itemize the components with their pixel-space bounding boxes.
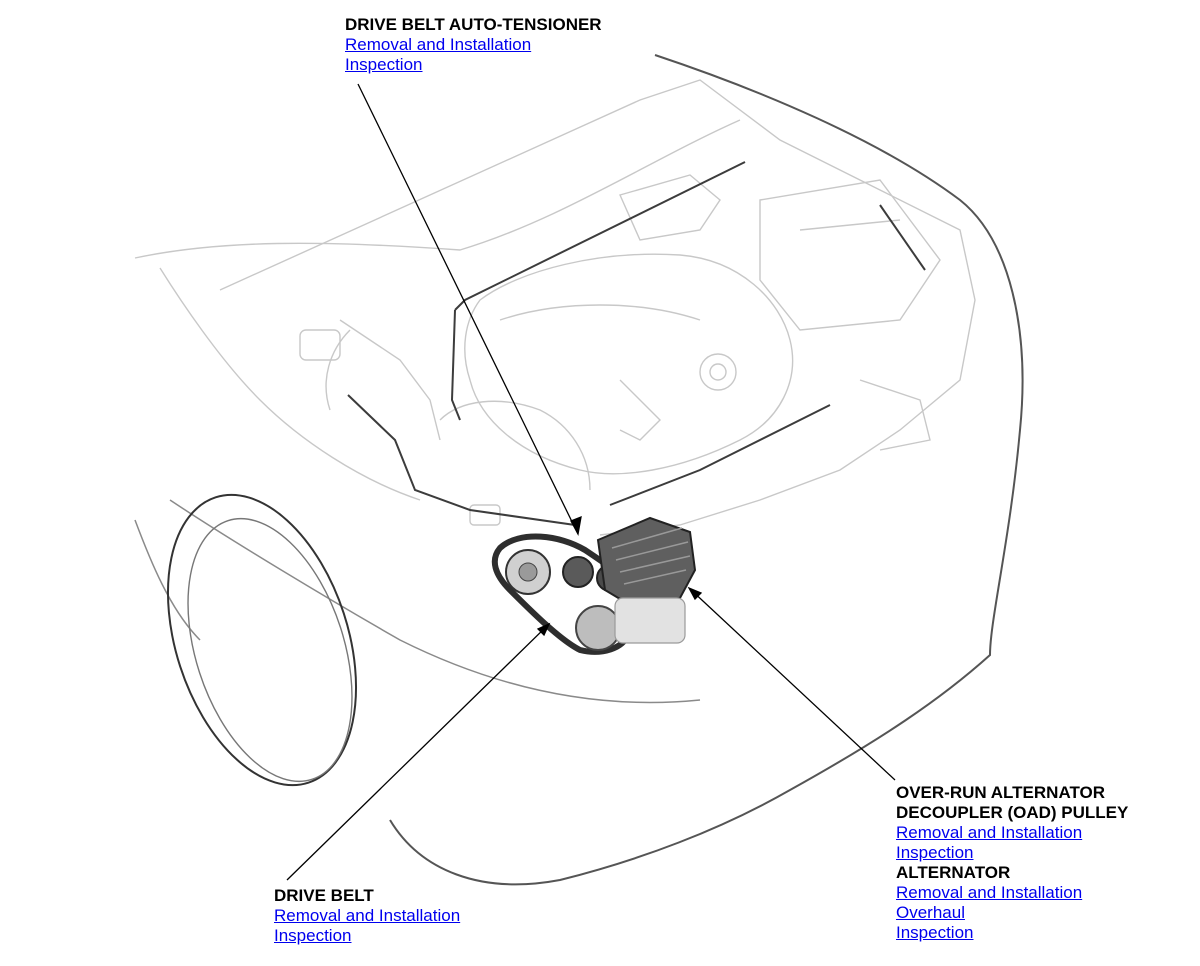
drive-belt-assembly xyxy=(491,516,697,655)
hood-edge xyxy=(389,54,1024,886)
oad-arrowhead xyxy=(687,586,703,601)
alternator-inspection-link[interactable]: Inspection xyxy=(896,923,974,942)
tensioner-arrowhead xyxy=(570,515,582,536)
tensioner-leader xyxy=(357,83,579,535)
alternator-overhaul-link[interactable]: Overhaul xyxy=(896,903,965,922)
drive-belt xyxy=(491,533,634,655)
bumper-line xyxy=(169,499,701,704)
removal-and-installation-link[interactable]: Removal and Installation xyxy=(345,35,532,54)
drive-belt-leader xyxy=(286,623,550,881)
oad-removal-and-installation-link[interactable]: Removal and Installation xyxy=(896,823,1083,842)
inspection-link[interactable]: Inspection xyxy=(274,926,352,945)
callout-title-line-1: OVER-RUN ALTERNATOR xyxy=(896,783,1106,802)
tensioner-pulley xyxy=(562,556,594,588)
callout-title: DRIVE BELT AUTO-TENSIONER xyxy=(345,15,602,34)
oad-leader xyxy=(688,587,896,781)
alternator-title: ALTERNATOR xyxy=(896,863,1011,882)
drive-belt-arrowhead xyxy=(536,622,551,637)
ac-compressor-pulley xyxy=(575,605,621,651)
removal-and-installation-link[interactable]: Removal and Installation xyxy=(274,906,461,925)
compressor-body xyxy=(614,597,686,644)
oad-inspection-link[interactable]: Inspection xyxy=(896,843,974,862)
leader-lines xyxy=(286,83,896,881)
callout-drive-belt: DRIVE BELT Removal and Installation Insp… xyxy=(274,886,460,946)
callout-title: DRIVE BELT xyxy=(274,886,374,905)
alternator-removal-and-installation-link[interactable]: Removal and Installation xyxy=(896,883,1083,902)
callout-oad-pulley-and-alternator: OVER-RUN ALTERNATOR DECOUPLER (OAD) PULL… xyxy=(896,783,1128,943)
wheel xyxy=(166,493,358,787)
engine-bay-outline xyxy=(134,79,976,536)
alternator-body xyxy=(596,516,697,607)
frame-rail xyxy=(347,161,926,526)
callout-drive-belt-auto-tensioner: DRIVE BELT AUTO-TENSIONER Removal and In… xyxy=(345,15,602,75)
inspection-link[interactable]: Inspection xyxy=(345,55,423,74)
callout-title-line-2: DECOUPLER (OAD) PULLEY xyxy=(896,803,1129,822)
